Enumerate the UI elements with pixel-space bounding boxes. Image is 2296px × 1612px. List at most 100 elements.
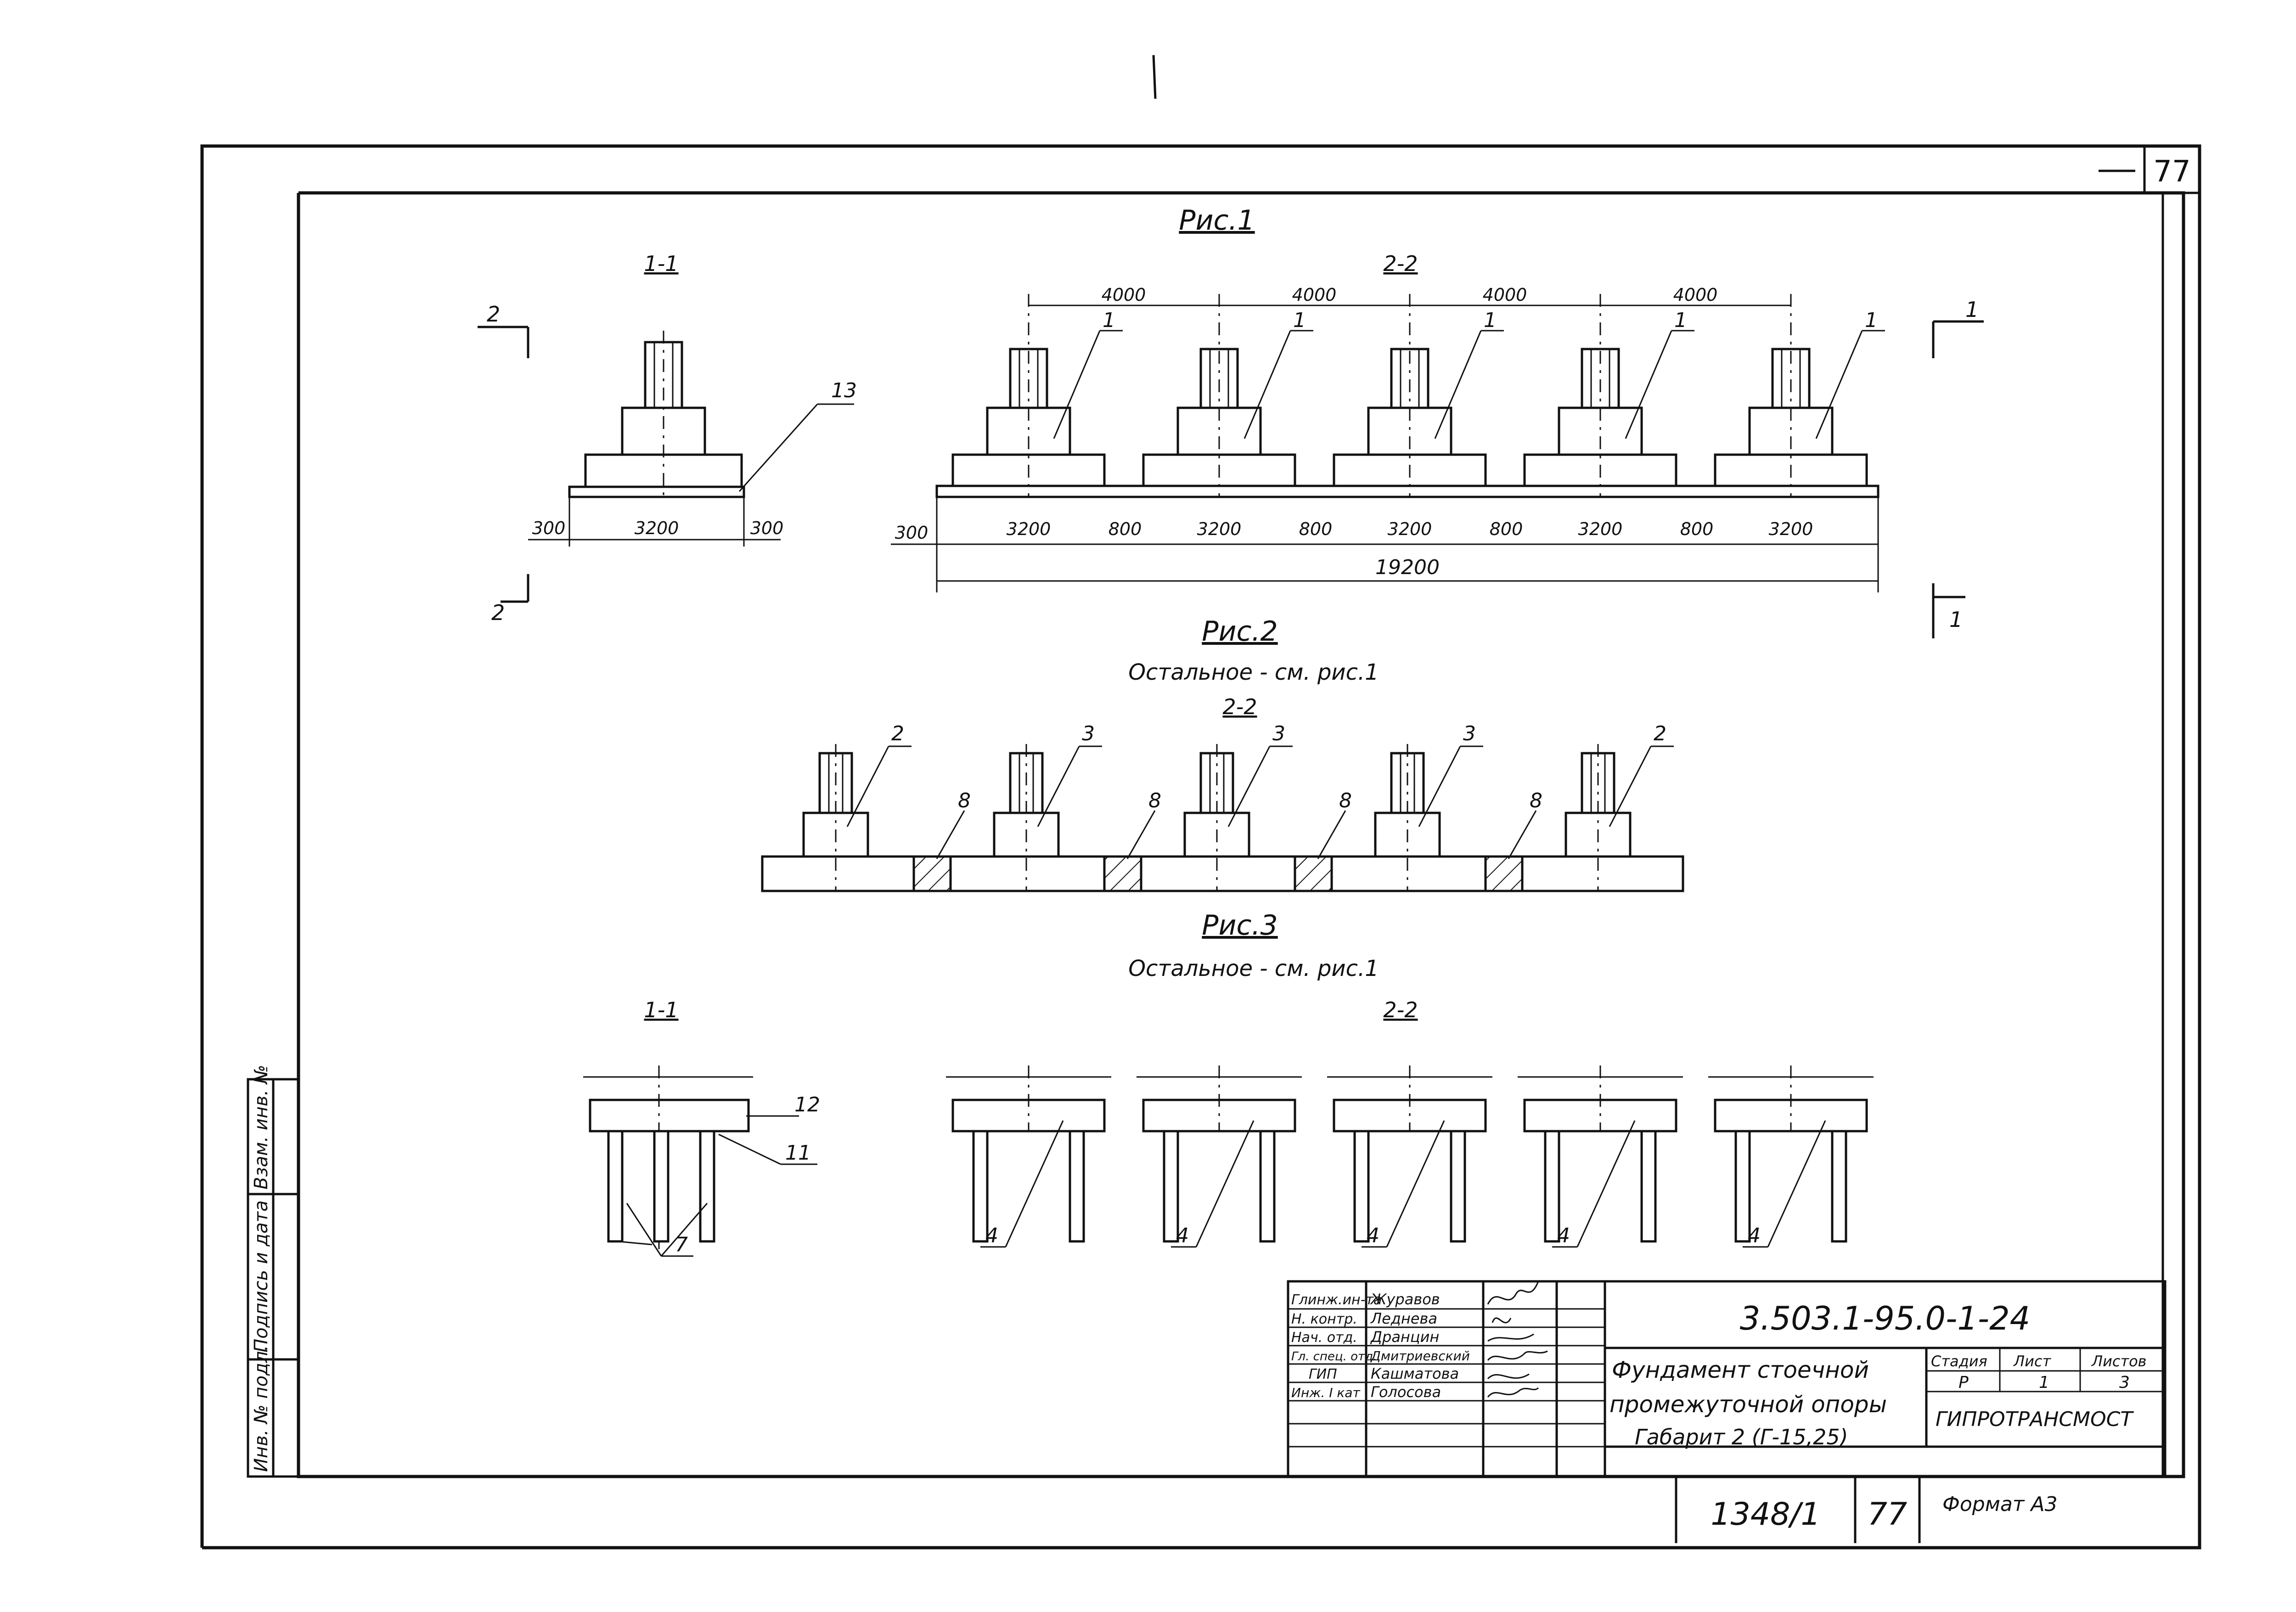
signatures xyxy=(1487,1281,1548,1398)
designation: 3.503.1-95.0-1-24 xyxy=(1740,1300,2030,1337)
fig1-dim-spacing-2: 4000 xyxy=(1483,285,1527,305)
fig3-callout-4-2: 4 xyxy=(1367,1224,1379,1247)
fig1-callout-13: 13 xyxy=(831,379,857,402)
fig2-callout-8-leader-1 xyxy=(1126,810,1156,859)
fig1-dim-bottom-1: 800 xyxy=(1109,519,1142,539)
fig1-callout-leader-1 xyxy=(1244,330,1291,439)
fig1-cut-mark-right-bottom: 1 xyxy=(1949,607,1963,632)
fig1-callout-1-3: 1 xyxy=(1674,309,1687,332)
fig1-dim-left-2: 300 xyxy=(750,518,784,538)
fig2-callout-8-0: 8 xyxy=(958,789,971,812)
archive-number: 1348/1 xyxy=(1711,1496,1820,1533)
fig1-section-1-1-label: 1-1 xyxy=(644,251,678,276)
fig2-joint-hatch-1 xyxy=(1103,855,1142,892)
fig2-callout-leader-0 xyxy=(846,746,889,827)
side-stamp: Инв. № подл. Подпись и дата Взам. инв. № xyxy=(247,1065,300,1478)
fig1-section-1-1-drawing: 2 2 13 300 3200 300 xyxy=(478,302,857,625)
fig3-callout-leader-1 xyxy=(1195,1120,1255,1247)
fig1-dim-total: 19200 xyxy=(1375,556,1440,579)
side-stamp-label-3: Взам. инв. № xyxy=(251,1065,272,1189)
fig1-cut-mark-top: 2 xyxy=(487,302,500,327)
fig1-dim-spacing-3: 4000 xyxy=(1673,285,1718,305)
fig3-callout-11: 11 xyxy=(785,1141,811,1165)
side-stamp-label-2: Подпись и дата xyxy=(251,1201,272,1353)
fig3-pile-right-1 xyxy=(1259,1130,1276,1243)
fig2-joint-hatch-2 xyxy=(1294,855,1333,892)
fig1-dim-bottom-8: 3200 xyxy=(1769,519,1813,539)
role-4: ГИП xyxy=(1309,1366,1337,1382)
role-1: Н. контр. xyxy=(1291,1311,1357,1327)
fig3-pile-left-0 xyxy=(972,1130,989,1243)
fig2-callout-8-2: 8 xyxy=(1339,789,1352,812)
name-3: Дмитриевский xyxy=(1370,1348,1470,1364)
side-stamp-label-1: Инв. № подл. xyxy=(251,1345,272,1472)
fig1-dim-spacing-1: 4000 xyxy=(1292,285,1337,305)
fig2-callout-top-2: 3 xyxy=(1272,722,1285,745)
fig1-callout-1-4: 1 xyxy=(1865,309,1878,332)
fig1-dim-left-1: 3200 xyxy=(635,518,679,538)
name-1: Леднева xyxy=(1370,1310,1437,1327)
fig3-section-1-1-drawing: 12 11 7 xyxy=(583,1065,820,1257)
name-2: Дранцин xyxy=(1370,1328,1439,1346)
fig2-callout-leader-3 xyxy=(1418,746,1461,827)
role-5: Инж. I кат xyxy=(1291,1385,1361,1400)
title-line-1: Фундамент стоечной xyxy=(1612,1357,1869,1383)
sheets-header: Листов xyxy=(2091,1353,2147,1370)
fig3-pile-right-2 xyxy=(1450,1130,1466,1243)
fig3-section-2-2-label: 2-2 xyxy=(1383,998,1418,1022)
fig3-callout-leader-4 xyxy=(1767,1120,1826,1247)
fig3-pile-left-3 xyxy=(1544,1130,1560,1243)
sheet-number: 77 xyxy=(2153,155,2190,189)
fig2-joint-hatch-3 xyxy=(1484,855,1524,892)
sheets-value: 3 xyxy=(2119,1373,2130,1392)
title-block: Глинж.ин-та Н. контр. Нач. отд. Гл. спец… xyxy=(1287,1280,2167,1543)
fig2-callout-top-0: 2 xyxy=(891,722,904,745)
fig3-pile-left-4 xyxy=(1734,1130,1751,1243)
fig1-dim-bottom-2: 3200 xyxy=(1197,519,1242,539)
fig3-section-1-1-label: 1-1 xyxy=(644,998,678,1022)
fig1-callout-1-0: 1 xyxy=(1103,309,1115,332)
fig1-title: Рис.1 xyxy=(1179,204,1255,237)
name-0: Журавов xyxy=(1370,1291,1440,1308)
fig2-callout-leader-1 xyxy=(1037,746,1080,827)
fig3-pile-left-2 xyxy=(1353,1130,1370,1243)
fig1-callout-leader-0 xyxy=(1053,330,1101,439)
stage-header: Стадия xyxy=(1931,1353,1987,1370)
fig1-dim-bottom-3: 800 xyxy=(1299,519,1333,539)
archive-sheet: 77 xyxy=(1868,1496,1908,1533)
fig3-callout-leader-0 xyxy=(1005,1120,1064,1247)
fig1-cut-mark-bottom: 2 xyxy=(491,600,505,625)
fig3-callout-leader-3 xyxy=(1576,1120,1636,1247)
fig3-pile-left-1 xyxy=(1163,1130,1179,1243)
fig2-section-2-2-label: 2-2 xyxy=(1222,694,1257,719)
fig2-callout-top-4: 2 xyxy=(1654,722,1666,745)
fig3-callout-7: 7 xyxy=(675,1233,688,1257)
fig1-callout-leader-3 xyxy=(1625,330,1672,439)
fig3-pile-right-4 xyxy=(1831,1130,1847,1243)
fig2-callout-8-leader-3 xyxy=(1508,810,1537,859)
title-line-2: промежуточной опоры xyxy=(1609,1391,1887,1418)
fig1-section-2-2-label: 2-2 xyxy=(1383,251,1418,276)
fig2-callout-8-leader-2 xyxy=(1317,810,1346,859)
fig1-dim-spacing-0: 4000 xyxy=(1102,285,1146,305)
sheet-header: Лист xyxy=(2013,1353,2051,1370)
fig1-dim-bottom-7: 800 xyxy=(1680,519,1714,539)
role-3: Гл. спец. отд. xyxy=(1291,1350,1377,1364)
fig1-callout-1-1: 1 xyxy=(1293,309,1306,332)
name-5: Голосова xyxy=(1371,1383,1441,1401)
inner-frame xyxy=(297,191,2185,1478)
fig3-title: Рис.3 xyxy=(1202,909,1277,941)
fig3-pile-right-0 xyxy=(1069,1130,1085,1243)
fig1-callout-1-2: 1 xyxy=(1484,309,1497,332)
stage-value: Р xyxy=(1958,1373,1969,1392)
name-4: Кашматова xyxy=(1371,1365,1459,1382)
title-block-roles: Глинж.ин-та Н. контр. Нач. отд. Гл. спец… xyxy=(1291,1292,1382,1400)
fig3-callout-4-0: 4 xyxy=(985,1224,998,1247)
fig3-pile-right-3 xyxy=(1640,1130,1657,1243)
fig1-callout-leader-4 xyxy=(1815,330,1863,439)
fig2-callout-8-leader-0 xyxy=(936,810,965,859)
